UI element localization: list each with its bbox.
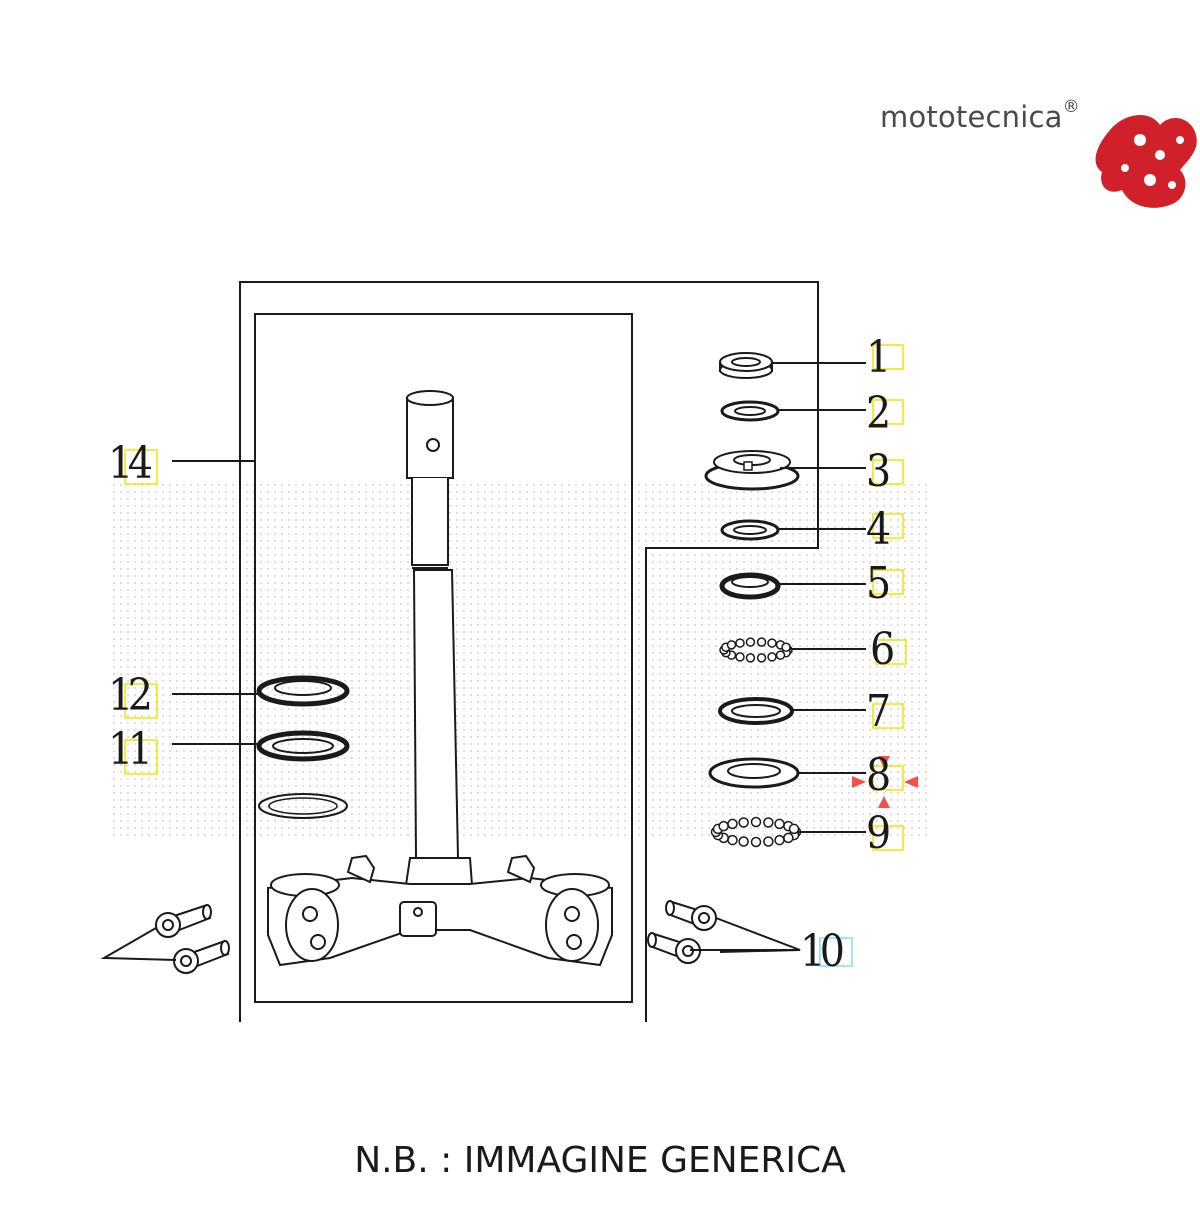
- callout-1: 1: [866, 332, 891, 383]
- bearing-ball: [735, 652, 745, 662]
- bearing-ball: [718, 820, 729, 832]
- bearing-ball: [756, 637, 767, 647]
- brand-wordmark: mototecnica®: [880, 97, 1080, 134]
- brand-logo-text: ISAIA: [919, 144, 1046, 188]
- callout-5: 5: [866, 558, 891, 609]
- callout-9: 9: [866, 808, 891, 859]
- bearing-ball: [774, 818, 785, 830]
- selection-markers: [852, 756, 918, 808]
- callout-7: 7: [866, 686, 891, 737]
- bearing-ball: [750, 836, 762, 848]
- callout-6: 6: [870, 624, 895, 675]
- callout-14: 14: [108, 438, 153, 489]
- bearing-ball: [738, 836, 749, 847]
- triple-clamp: [267, 854, 613, 967]
- callout-12: 12: [108, 670, 153, 721]
- callout-4: 4: [866, 504, 891, 555]
- bearing-ball: [735, 638, 745, 648]
- bearing-ball: [767, 638, 777, 648]
- assembly-frame: [239, 281, 819, 1022]
- callout-11: 11: [108, 724, 153, 775]
- leader-lines: [100, 362, 866, 961]
- bearing-ball: [774, 834, 785, 846]
- highlight-boxes: [124, 344, 907, 967]
- bolts-left: [155, 904, 230, 974]
- bearing-ball: [727, 818, 738, 830]
- callout-2: 2: [866, 388, 891, 439]
- bearing-ball: [745, 653, 756, 663]
- bearing-balls-upper: [719, 637, 793, 663]
- callout-8: 8: [866, 750, 891, 801]
- left-rings: [256, 675, 350, 819]
- bearing-ball: [763, 817, 774, 828]
- bearing-ball: [726, 640, 737, 650]
- bearing-ball: [788, 823, 800, 835]
- bearing-ball: [756, 653, 767, 663]
- callout-10: 10: [800, 926, 845, 977]
- dotted-watermark: [110, 480, 930, 840]
- brand-name: mototecnica: [880, 100, 1063, 134]
- bearing-ball: [745, 637, 756, 647]
- callout-3: 3: [866, 446, 891, 497]
- steering-stem: [404, 390, 474, 886]
- bearing-ball: [763, 836, 774, 847]
- bearing-ball: [727, 834, 738, 846]
- bearing-ball: [750, 816, 762, 828]
- bolts-right: [647, 900, 717, 964]
- generic-image-caption: N.B. : IMMAGINE GENERICA: [354, 1140, 846, 1181]
- bearing-ball: [738, 817, 749, 828]
- right-parts-stack: [704, 352, 800, 789]
- bearing-balls-lower: [710, 816, 802, 848]
- bearing-ball: [767, 652, 777, 662]
- registered-mark: ®: [1062, 97, 1080, 118]
- bearing-ball: [781, 642, 791, 653]
- bearing-ball: [783, 832, 794, 844]
- beetle-mascot-icon: [1095, 114, 1197, 208]
- brand-box-letters: ISAIA: [919, 144, 1046, 188]
- bearing-ball: [775, 650, 786, 660]
